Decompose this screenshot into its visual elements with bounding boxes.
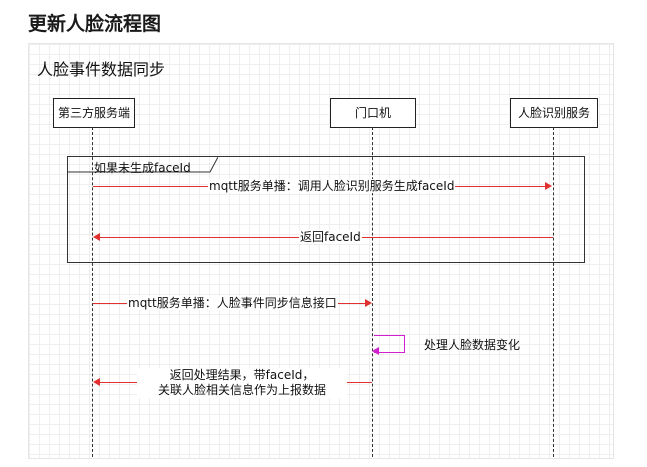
- page-title: 更新人脸流程图: [28, 13, 162, 35]
- message-label-return-result: 返回处理结果，带faceId， 关联人脸相关信息作为上报数据: [137, 368, 347, 398]
- arrow-head-right: [545, 182, 552, 190]
- arrow-head-left: [93, 378, 100, 386]
- lifeline-third-party: [92, 127, 93, 457]
- alt-frame-label-tab: [68, 157, 218, 173]
- message-label-generate-faceid: mqtt服务单播：调用人脸识别服务生成faceId: [208, 179, 456, 193]
- diagram-canvas: 人脸事件数据同步 第三方服务端 门口机 人脸识别服务 如果未生成faceId m…: [28, 43, 614, 459]
- message-label-return-result-line1: 返回处理结果，带faceId，: [169, 368, 315, 382]
- participant-face-service[interactable]: 人脸识别服务: [510, 98, 598, 128]
- alt-frame-label: 如果未生成faceId: [94, 161, 191, 175]
- message-label-process-face-data: 处理人脸数据变化: [424, 338, 521, 352]
- lifeline-door: [372, 127, 373, 457]
- arrow-head-left: [93, 233, 100, 241]
- self-message-loop: [374, 335, 405, 353]
- message-label-sync-face-event: mqtt服务单播：人脸事件同步信息接口: [127, 296, 338, 310]
- participant-door[interactable]: 门口机: [330, 98, 416, 128]
- alt-frame: 如果未生成faceId: [67, 156, 585, 263]
- message-label-return-result-line2: 关联人脸相关信息作为上报数据: [157, 383, 326, 397]
- diagram-title: 人脸事件数据同步: [37, 60, 166, 79]
- message-label-return-faceid: 返回faceId: [299, 230, 362, 244]
- arrow-head-right: [365, 299, 372, 307]
- participant-third-party[interactable]: 第三方服务端: [53, 98, 135, 128]
- lifeline-face-service: [553, 127, 554, 457]
- self-message-arrow-head: [372, 347, 379, 355]
